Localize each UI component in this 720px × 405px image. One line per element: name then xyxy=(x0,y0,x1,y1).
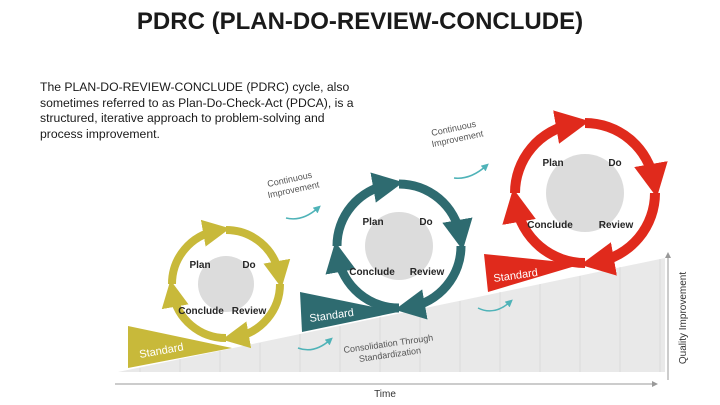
quality-axis-label: Quality Improvement xyxy=(678,272,689,364)
curved-arrow-icon xyxy=(477,299,513,312)
ramp-hatching xyxy=(139,259,661,372)
continuous-improvement-note-1: Continuous Improvement xyxy=(264,169,321,220)
do-label-1: Do xyxy=(242,260,255,271)
review-label-3: Review xyxy=(599,220,634,231)
plan-label-1: Plan xyxy=(189,260,210,271)
standard-wedge-1 xyxy=(128,326,232,368)
standard-wedge-2 xyxy=(300,292,398,332)
quadrants-1 xyxy=(198,256,254,312)
time-axis-label: Time xyxy=(374,389,396,400)
cycle-arrows-3 xyxy=(502,110,668,276)
conclude-label-1: Conclude xyxy=(178,306,224,317)
pdrc-cycle-3: Plan Do Conclude Review xyxy=(502,110,668,276)
review-label-1: Review xyxy=(232,306,267,317)
cycle-arrows-1 xyxy=(161,219,291,349)
cycle-arrows-2 xyxy=(325,172,473,320)
pdrc-cycle-2: Plan Do Conclude Review xyxy=(325,172,473,320)
svg-text:Continuous Improvement: Continuous Improvement xyxy=(428,118,484,150)
conclude-label-3: Conclude xyxy=(527,220,573,231)
do-label-3: Do xyxy=(608,158,621,169)
pdrc-cycle-1: Plan Do Conclude Review xyxy=(161,219,291,349)
conclude-label-2: Conclude xyxy=(349,267,395,278)
review-label-2: Review xyxy=(410,267,445,278)
page-title: PDRC (PLAN-DO-REVIEW-CONCLUDE) xyxy=(136,8,584,35)
improvement-ramp xyxy=(118,258,665,372)
intro-text: The PLAN-DO-REVIEW-CONCLUDE (PDRC) cycle… xyxy=(40,80,354,141)
curved-arrow-icon xyxy=(285,205,321,220)
plan-label-3: Plan xyxy=(542,158,563,169)
plan-label-2: Plan xyxy=(362,217,383,228)
standard-wedge-3 xyxy=(484,254,582,292)
curved-arrow-icon xyxy=(453,163,489,179)
do-label-2: Do xyxy=(419,217,432,228)
curved-arrow-icon xyxy=(297,337,333,351)
svg-text:Continuous Improvement: Continuous Improvement xyxy=(264,169,320,201)
continuous-improvement-note-2: Continuous Improvement xyxy=(428,118,489,179)
quadrants-2 xyxy=(365,212,433,280)
quadrants-3 xyxy=(546,154,624,232)
